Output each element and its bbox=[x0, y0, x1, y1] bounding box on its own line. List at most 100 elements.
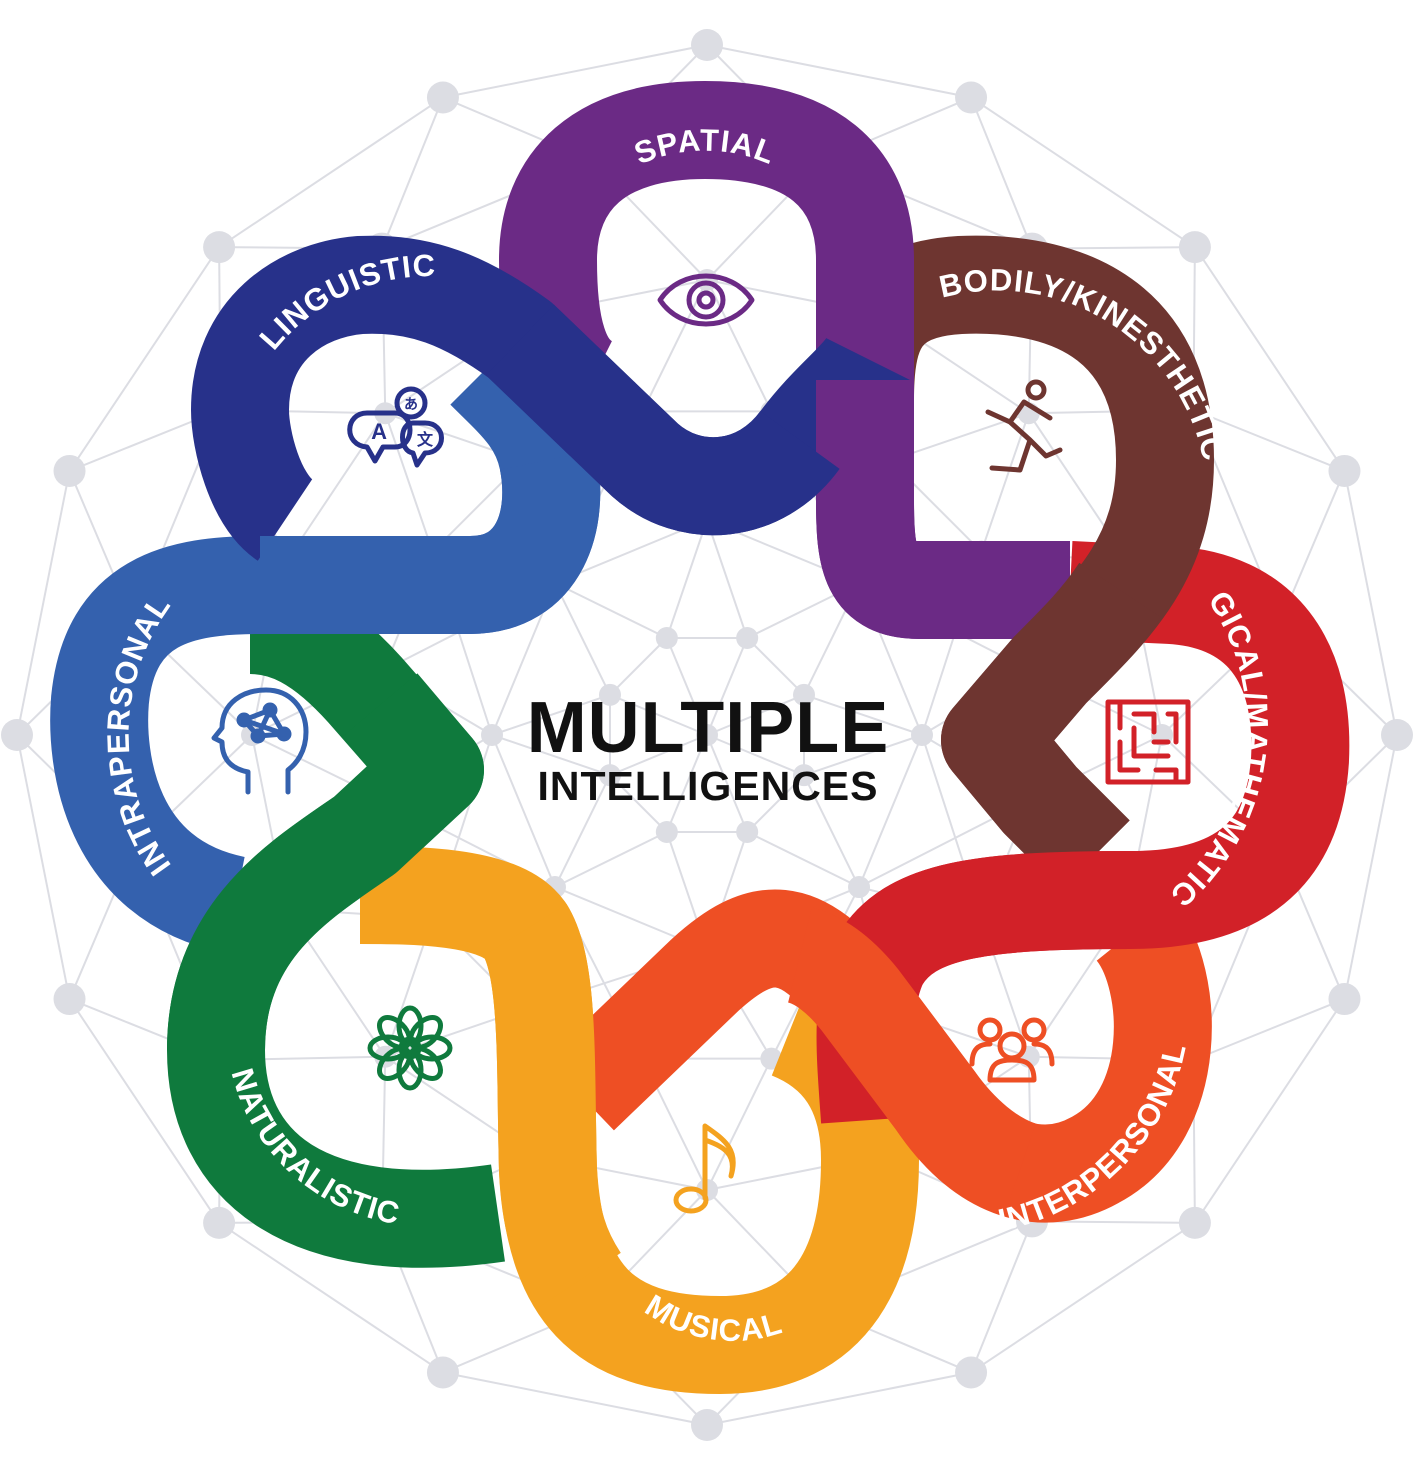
network-link bbox=[970, 97, 1033, 249]
network-node bbox=[911, 724, 933, 746]
speech-bubbles-language-icon: A あ 文 bbox=[347, 386, 444, 468]
network-link bbox=[609, 774, 668, 833]
letter-a-glyph: A bbox=[371, 419, 387, 444]
network-link bbox=[554, 774, 611, 888]
ribbon-naturalistic-front bbox=[167, 673, 484, 1052]
network-link bbox=[970, 1221, 1033, 1373]
network-node bbox=[736, 821, 759, 844]
network-link bbox=[706, 637, 749, 736]
network-link bbox=[218, 96, 444, 248]
network-link bbox=[442, 1371, 708, 1426]
network-node bbox=[1328, 983, 1361, 1016]
network-node bbox=[848, 876, 871, 899]
head-network-icon bbox=[211, 687, 309, 795]
network-node bbox=[696, 724, 718, 746]
network-link bbox=[442, 44, 708, 99]
ribbon-bodily-front bbox=[941, 562, 1161, 890]
network-node bbox=[426, 1356, 459, 1389]
network-link bbox=[706, 1058, 773, 1191]
network-link bbox=[554, 582, 611, 696]
network-link bbox=[16, 470, 71, 736]
network-link bbox=[706, 279, 773, 412]
network-link bbox=[1194, 998, 1346, 1224]
flower-petal bbox=[377, 1015, 412, 1050]
network-link bbox=[665, 637, 708, 736]
network-node bbox=[1381, 719, 1413, 751]
ribbon-knot bbox=[50, 81, 1350, 1394]
kanji-glyph: 文 bbox=[417, 430, 434, 449]
network-link bbox=[68, 998, 220, 1224]
network-node bbox=[203, 231, 236, 264]
network-node bbox=[736, 626, 759, 649]
network-link bbox=[803, 774, 860, 888]
network-link bbox=[491, 734, 556, 888]
network-link bbox=[980, 412, 1030, 552]
network-node bbox=[655, 626, 678, 649]
network-link bbox=[641, 279, 708, 412]
network-link bbox=[706, 519, 749, 639]
network-link bbox=[706, 693, 805, 736]
network-link bbox=[706, 1371, 972, 1426]
network-link bbox=[803, 693, 923, 736]
network-link bbox=[384, 412, 434, 552]
title-line-2: INTELLIGENCES bbox=[537, 763, 878, 809]
network-node bbox=[598, 683, 621, 706]
network-link bbox=[554, 582, 668, 639]
ribbon-spatial-front bbox=[816, 380, 1000, 639]
network-link bbox=[491, 734, 611, 777]
intelligence-icons: A あ 文 bbox=[211, 273, 1191, 1214]
network-link bbox=[1193, 409, 1345, 472]
ribbon-intrapersonal-front bbox=[260, 450, 601, 634]
network-link bbox=[1194, 246, 1346, 472]
network-link bbox=[970, 96, 1196, 248]
group-of-people-icon bbox=[969, 1017, 1055, 1083]
network-node bbox=[793, 683, 816, 706]
flower-petal bbox=[408, 1015, 443, 1050]
network-link bbox=[16, 734, 71, 1000]
network-link bbox=[609, 637, 668, 696]
network-node bbox=[1, 719, 33, 751]
network-node bbox=[793, 764, 816, 787]
network-link bbox=[1193, 998, 1345, 1061]
network-link bbox=[1343, 734, 1398, 1000]
network-link bbox=[609, 693, 708, 736]
flower-icon bbox=[367, 1005, 453, 1091]
network-link bbox=[970, 1222, 1196, 1374]
ribbon-musical bbox=[359, 846, 919, 1394]
network-link bbox=[746, 637, 805, 696]
network-node bbox=[53, 454, 86, 487]
network-node bbox=[655, 821, 678, 844]
network-node bbox=[955, 1356, 988, 1389]
flower-petal bbox=[408, 1046, 443, 1081]
network-node bbox=[1178, 1206, 1211, 1239]
running-person-icon bbox=[985, 379, 1063, 473]
network-node bbox=[53, 983, 86, 1016]
ribbon-musical-front bbox=[481, 904, 622, 1308]
ribbon-interpersonal bbox=[546, 889, 1212, 1223]
network-node bbox=[1178, 231, 1211, 264]
network-link bbox=[665, 734, 708, 833]
maze-icon bbox=[1105, 699, 1191, 785]
hiragana-glyph: あ bbox=[404, 396, 418, 412]
network-link bbox=[746, 831, 860, 888]
network-node bbox=[426, 81, 459, 114]
ribbon-intrapersonal bbox=[50, 335, 601, 954]
ribbon-linguistic-front bbox=[486, 304, 840, 536]
network-link bbox=[706, 44, 972, 99]
network-link bbox=[665, 519, 708, 639]
network-link bbox=[746, 774, 805, 833]
network-link bbox=[858, 734, 923, 888]
network-link bbox=[706, 734, 805, 777]
network-link bbox=[554, 831, 668, 888]
network-link bbox=[609, 734, 708, 777]
network-link bbox=[803, 734, 923, 777]
ribbon-interpersonal-front bbox=[785, 907, 1038, 1217]
network-node bbox=[1328, 454, 1361, 487]
title-line-1: MULTIPLE bbox=[527, 688, 890, 768]
network-node bbox=[481, 724, 503, 746]
network-link bbox=[706, 734, 749, 833]
ribbon-logical-front bbox=[838, 851, 1131, 988]
network-node bbox=[691, 1409, 723, 1441]
